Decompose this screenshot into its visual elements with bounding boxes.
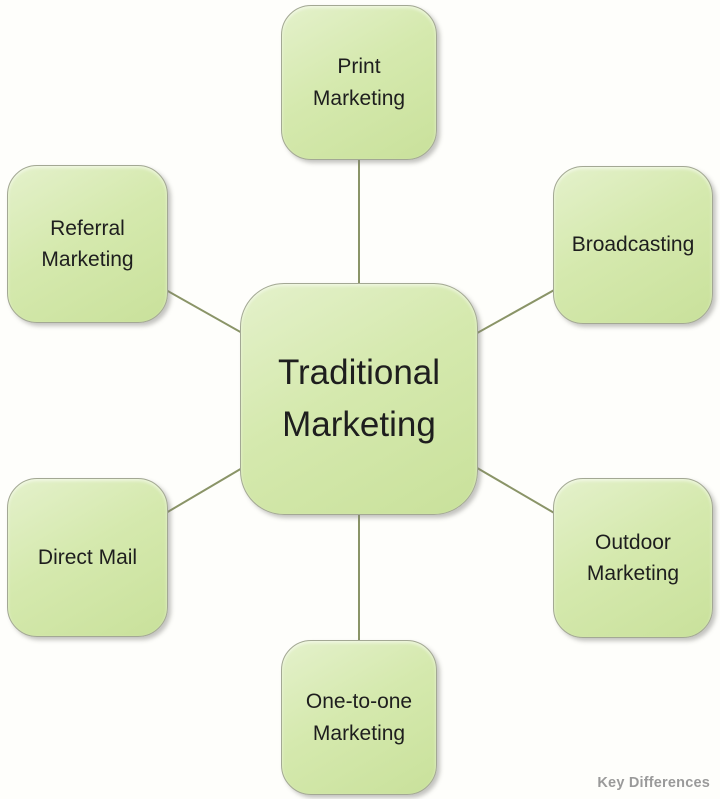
node-one-to-one-marketing: One-to-one Marketing [281, 640, 437, 795]
node-direct-mail: Direct Mail [7, 478, 168, 637]
node-direct-mail-label: Direct Mail [37, 545, 138, 569]
node-broadcasting-label: Broadcasting [571, 233, 695, 257]
watermark-key-differences: Key Differences [597, 775, 710, 791]
node-referral-marketing-label: Referral Marketing [41, 216, 134, 272]
node-broadcasting: Broadcasting [553, 166, 713, 324]
node-referral-marketing: Referral Marketing [7, 165, 168, 323]
node-traditional-marketing: Traditional Marketing [240, 283, 478, 515]
node-print-marketing-label: Print Marketing [312, 55, 406, 110]
node-outdoor-marketing: Outdoor Marketing [553, 478, 713, 638]
node-print-marketing: Print Marketing [281, 5, 437, 160]
node-one-to-one-marketing-label: One-to-one Marketing [305, 690, 413, 745]
node-traditional-marketing-label: Traditional Marketing [277, 352, 441, 445]
node-outdoor-marketing-label: Outdoor Marketing [586, 530, 680, 586]
